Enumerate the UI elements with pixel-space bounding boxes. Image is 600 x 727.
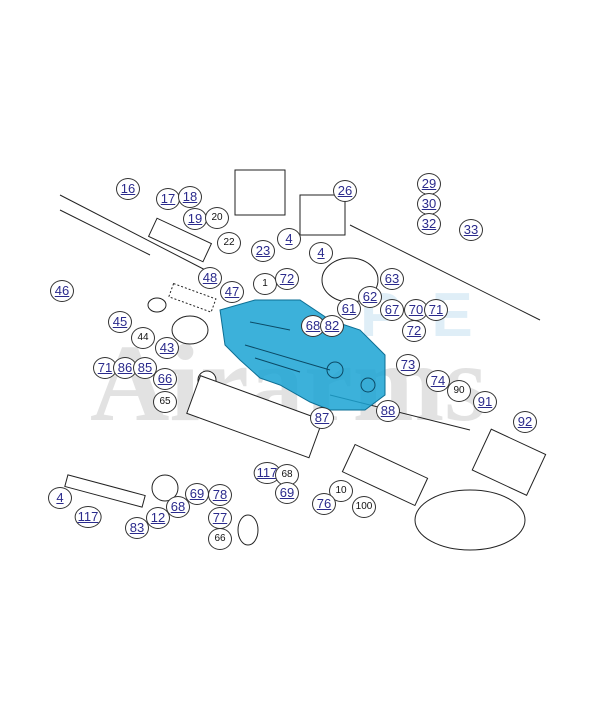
rod-33 <box>349 224 541 321</box>
tank <box>414 489 526 551</box>
part-label-4: 4 <box>48 487 72 509</box>
spring-47 <box>168 282 217 313</box>
part-label-72: 72 <box>275 268 299 290</box>
part-label-26: 26 <box>333 180 357 202</box>
barrel-part <box>147 217 213 263</box>
part-label-20: 20 <box>205 207 229 229</box>
part-label-47: 47 <box>220 281 244 303</box>
part-label-68: 68 <box>166 496 190 518</box>
link-bar <box>64 474 146 508</box>
part-label-117: 117 <box>74 506 102 528</box>
washer-45 <box>147 297 167 313</box>
part-label-65: 65 <box>153 391 177 413</box>
part-label-92: 92 <box>513 411 537 433</box>
part-label-85: 85 <box>133 357 157 379</box>
part-label-73: 73 <box>396 354 420 376</box>
part-label-66: 66 <box>153 368 177 390</box>
part-label-30: 30 <box>417 193 441 215</box>
valve-44 <box>171 315 209 345</box>
part-label-87: 87 <box>310 407 334 429</box>
part-label-86: 86 <box>113 357 137 379</box>
part-label-33: 33 <box>459 219 483 241</box>
wheel-12 <box>151 474 179 502</box>
part-label-100: 100 <box>352 496 376 518</box>
part-label-78: 78 <box>208 484 232 506</box>
part-label-4: 4 <box>309 242 333 264</box>
part-label-82: 82 <box>320 315 344 337</box>
part-label-67: 67 <box>380 299 404 321</box>
part-label-46: 46 <box>50 280 74 302</box>
part-label-22: 22 <box>217 232 241 254</box>
barrel-line-bottom <box>59 209 151 256</box>
part-label-16: 16 <box>116 178 140 200</box>
part-label-1: 1 <box>253 273 277 295</box>
part-label-48: 48 <box>198 267 222 289</box>
part-label-83: 83 <box>125 517 149 539</box>
part-label-17: 17 <box>156 188 180 210</box>
part-label-72: 72 <box>402 320 426 342</box>
bolt-block-20 <box>234 169 286 216</box>
barrel-line-top <box>59 194 216 276</box>
part-label-74: 74 <box>426 370 450 392</box>
part-label-43: 43 <box>155 337 179 359</box>
part-label-77: 77 <box>208 507 232 529</box>
part-label-117: 117 <box>253 462 281 484</box>
fitting-66 <box>237 514 259 546</box>
part-label-91: 91 <box>473 391 497 413</box>
part-label-88: 88 <box>376 400 400 422</box>
part-label-62: 62 <box>358 286 382 308</box>
part-label-68: 68 <box>301 315 325 337</box>
part-label-12: 12 <box>146 507 170 529</box>
part-label-10: 10 <box>329 480 353 502</box>
part-label-32: 32 <box>417 213 441 235</box>
part-label-76: 76 <box>312 493 336 515</box>
part-label-69: 69 <box>275 482 299 504</box>
part-label-23: 23 <box>251 240 275 262</box>
part-label-44: 44 <box>131 327 155 349</box>
part-label-18: 18 <box>178 186 202 208</box>
block-26 <box>299 194 346 236</box>
part-label-63: 63 <box>380 268 404 290</box>
part-label-29: 29 <box>417 173 441 195</box>
part-label-69: 69 <box>185 483 209 505</box>
part-label-4: 4 <box>277 228 301 250</box>
part-label-66: 66 <box>208 528 232 550</box>
part-label-61: 61 <box>337 298 361 320</box>
trigger-frame <box>186 375 324 459</box>
tube-100 <box>341 443 429 507</box>
tank-92 <box>471 428 547 497</box>
part-label-71: 71 <box>424 299 448 321</box>
part-label-19: 19 <box>183 208 207 230</box>
part-label-90: 90 <box>447 380 471 402</box>
part-label-45: 45 <box>108 311 132 333</box>
